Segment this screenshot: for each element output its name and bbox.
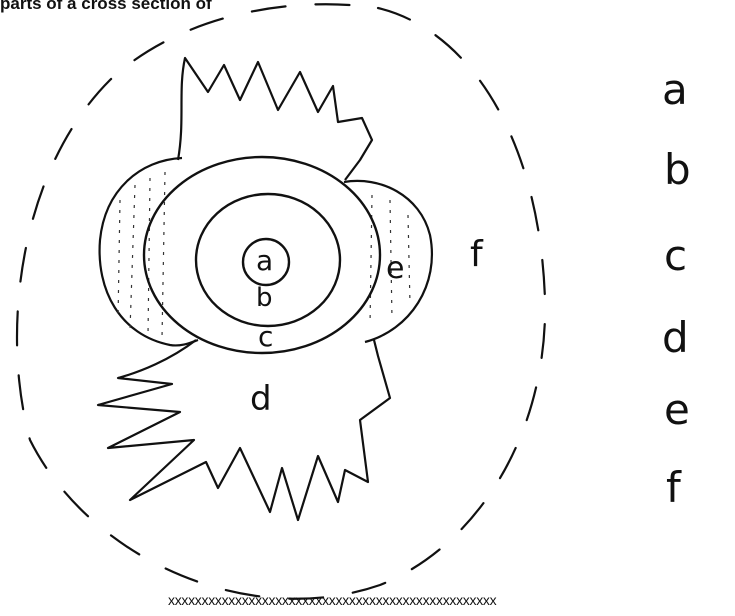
- diagram-label-d: d: [250, 379, 272, 419]
- answer-letter-c: c: [664, 231, 687, 280]
- diagram-label-f: f: [470, 234, 484, 275]
- answer-letter-b: b: [664, 145, 691, 194]
- diagram-label-b: b: [256, 283, 273, 313]
- outer-boundary-f: [17, 4, 545, 598]
- answer-letter-e: e: [664, 385, 690, 434]
- answer-letter-a: a: [662, 65, 688, 114]
- diagram-label-a: a: [256, 244, 273, 277]
- diagram-label-c: c: [258, 320, 273, 353]
- left-lobe: [100, 158, 198, 345]
- spiky-region-bottom-d: [98, 340, 390, 520]
- spiky-region-top: [178, 58, 372, 180]
- diagram-label-e: e: [386, 251, 404, 286]
- footer-x-line: xxxxxxxxxxxxxxxxxxxxxxxxxxxxxxxxxxxxxxxx…: [168, 592, 496, 608]
- answer-letter-f: f: [666, 463, 682, 512]
- left-lobe-stipple: [118, 172, 165, 338]
- answer-letter-d: d: [662, 313, 689, 362]
